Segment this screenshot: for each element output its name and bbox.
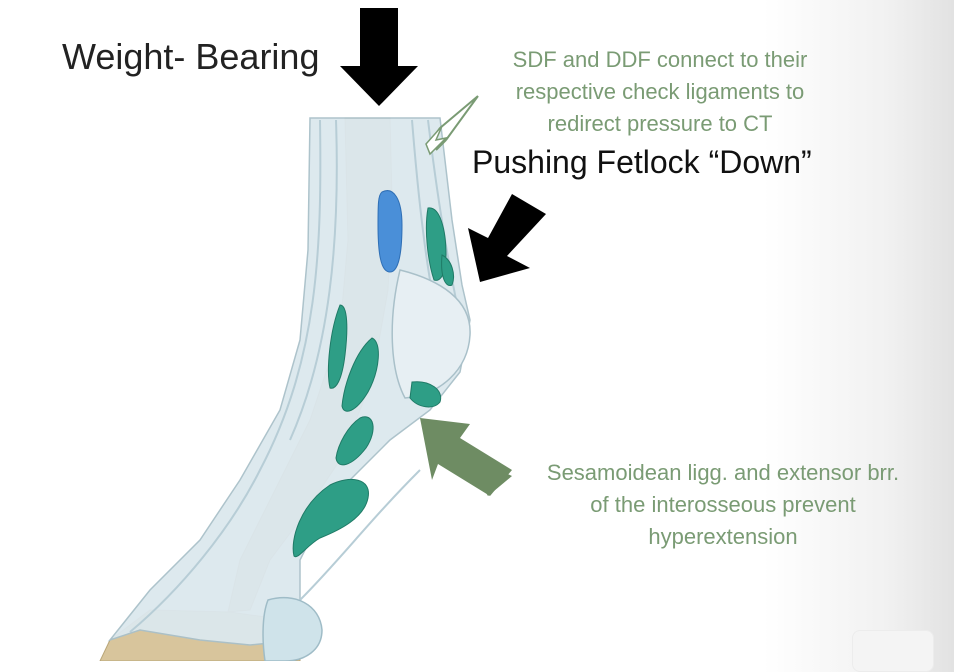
corner-widget [852, 630, 934, 672]
tendon-fibers [129, 119, 461, 633]
hoof-capsule [262, 596, 323, 661]
synovial-pouch-5 [409, 381, 442, 408]
synovial-pouch-6 [335, 416, 374, 466]
sdf-ddf-note-line-3: redirect pressure to CT [547, 111, 773, 136]
sesamoidean-note-line-1: Sesamoidean ligg. and extensor brr. [546, 460, 900, 485]
sesamoidean-note-line-3: hyperextension [648, 524, 798, 549]
check-ligament-pointer [429, 95, 479, 151]
check-ligament-pointer-head [425, 125, 449, 156]
sesamoidean-note-line-2: of the interosseous prevent [590, 492, 856, 517]
weight-bearing-arrow [340, 8, 418, 106]
fetlock-down-label: Pushing Fetlock “Down” [472, 144, 812, 180]
synovial-pouch-7 [292, 478, 369, 558]
fetlock-bulge [391, 269, 471, 399]
fat-pad [377, 190, 403, 273]
synovial-pouch-4 [341, 337, 379, 412]
synovial-pouch-3 [328, 304, 348, 389]
fetlock-down-arrow [468, 194, 546, 282]
sdf-ddf-note-line-1: SDF and DDF connect to their [512, 47, 808, 72]
sdf-ddf-note-line-2: respective check ligaments to [515, 79, 805, 104]
support-arrow-body [420, 418, 512, 496]
synovial-pouch-2 [441, 254, 455, 287]
sesamoidean-note: Sesamoidean ligg. and extensor brr. of t… [520, 457, 926, 553]
weight-bearing-label: Weight- Bearing [62, 36, 320, 77]
sdf-ddf-note: SDF and DDF connect to their respective … [470, 44, 850, 140]
